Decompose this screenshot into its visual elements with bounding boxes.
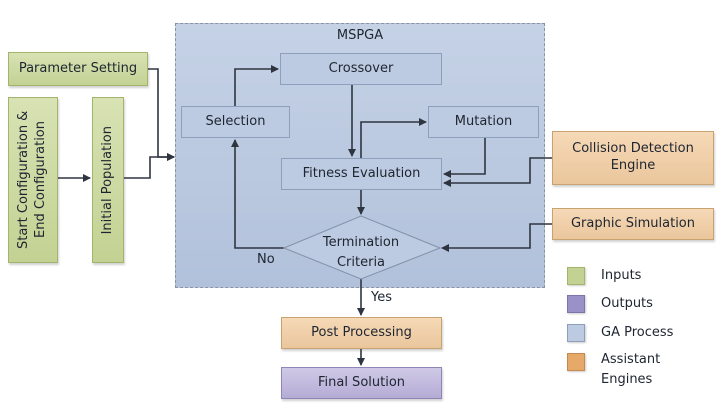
termination-label-line1: Termination — [322, 235, 399, 250]
arrow-population-to-mspga — [124, 153, 175, 179]
arrow-selection-to-crossover — [234, 65, 279, 106]
mspga-title: MSPGA — [336, 28, 384, 43]
fitness-evaluation-box: Fitness Evaluation — [281, 158, 442, 190]
arrow-graphic-to-termination — [441, 223, 552, 252]
legend-label-ga-process: GA Process — [601, 325, 674, 340]
start-end-config-box: Start Configuration & End Configuration — [8, 97, 58, 263]
legend-swatch-inputs — [567, 267, 585, 285]
termination-label-line2: Criteria — [337, 255, 385, 270]
final-solution-box: Final Solution — [281, 367, 442, 399]
legend-label-inputs: Inputs — [601, 268, 642, 283]
edge-label-no: No — [257, 252, 275, 267]
graphic-simulation-box: Graphic Simulation — [552, 208, 714, 240]
initial-population-box: Initial Population — [92, 97, 124, 263]
mutation-box: Mutation — [428, 106, 539, 138]
legend-label-outputs: Outputs — [601, 296, 653, 311]
arrow-collision-to-fitness — [443, 157, 552, 187]
arrow-to-mutation — [360, 118, 427, 158]
termination-diamond — [282, 215, 442, 280]
arrow-parameter-to-mspga — [148, 68, 175, 161]
arrow-mutation-to-fitness — [443, 138, 486, 178]
edge-label-yes: Yes — [371, 290, 392, 305]
arrow-no-to-selection — [231, 139, 284, 249]
post-processing-box: Post Processing — [281, 317, 442, 349]
legend-swatch-ga-process — [567, 324, 585, 342]
crossover-box: Crossover — [280, 53, 442, 85]
legend-label-assistant-engines: Assistant Engines — [601, 352, 661, 387]
collision-detection-box: Collision Detection Engine — [552, 131, 714, 185]
legend-swatch-outputs — [567, 295, 585, 313]
selection-box: Selection — [181, 106, 290, 138]
parameter-setting-box: Parameter Setting — [8, 52, 148, 86]
legend-swatch-assistant-engines — [567, 353, 585, 371]
